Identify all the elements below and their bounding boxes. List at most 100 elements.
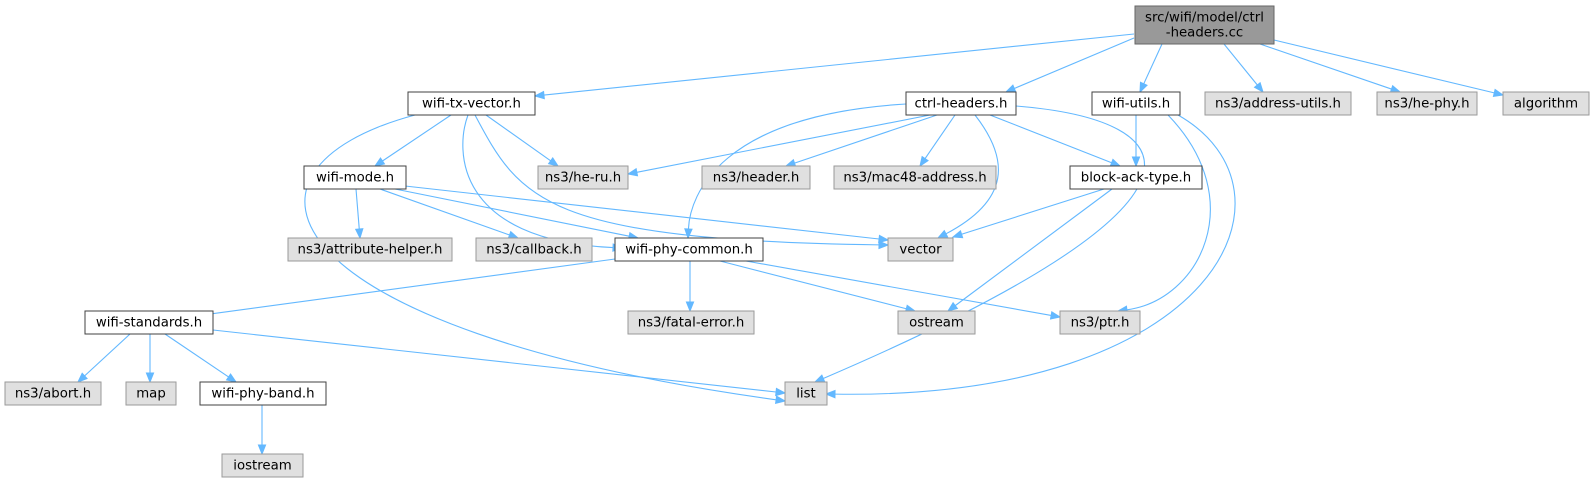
node-label: ns3/ptr.h <box>1071 316 1130 331</box>
node-box <box>1134 5 1275 45</box>
node-label: ns3/abort.h <box>15 387 91 402</box>
edge-root-to-wifi-tx-vector <box>533 33 1135 100</box>
arrowhead-icon <box>354 228 364 240</box>
node-attribute-helper: ns3/attribute-helper.h <box>287 237 453 262</box>
node-fatal-error: ns3/fatal-error.h <box>627 310 755 335</box>
edge-wifi-standards-to-abort <box>77 333 131 383</box>
node-label: list <box>796 387 816 402</box>
arrowhead-icon <box>919 155 929 168</box>
edge-wifi-tx-vector-to-he-ru <box>485 114 560 167</box>
node-box <box>1204 91 1352 116</box>
node-label: ns3/attribute-helper.h <box>298 243 443 258</box>
edge-wifi-utils-to-ptr <box>1116 114 1211 315</box>
edge-wifi-standards-to-map <box>145 334 155 384</box>
node-label: vector <box>899 243 942 258</box>
edge-wifi-utils-to-list <box>824 114 1236 399</box>
arrowhead-icon <box>1253 81 1264 94</box>
edge-line <box>636 114 931 173</box>
node-map: map <box>125 381 177 406</box>
node-box <box>1059 310 1141 335</box>
arrowhead-icon <box>951 229 964 239</box>
node-wifi-utils[interactable]: wifi-utils.h <box>1091 91 1181 116</box>
edge-line <box>382 114 452 162</box>
node-header: ns3/header.h <box>701 165 811 190</box>
node-box <box>303 165 407 190</box>
arrowhead-icon <box>774 395 787 405</box>
edge-line <box>84 333 131 377</box>
edge-line <box>196 258 616 317</box>
edge-wifi-phy-common-to-ostream <box>719 260 917 313</box>
edge-line <box>1223 43 1258 86</box>
node-box <box>475 237 593 262</box>
node-wifi-phy-common[interactable]: wifi-phy-common.h <box>614 237 764 262</box>
node-label: ns3/he-ru.h <box>545 171 621 186</box>
arrowhead-icon <box>145 372 155 384</box>
edge-line <box>474 114 880 246</box>
node-box <box>287 237 453 262</box>
edge-line <box>1014 37 1135 90</box>
node-label: ns3/mac48-address.h <box>843 171 986 186</box>
node-address-utils: ns3/address-utils.h <box>1204 91 1352 116</box>
node-label: ns3/callback.h <box>486 243 581 258</box>
arrowhead-icon <box>533 90 545 100</box>
arrowhead-icon <box>824 389 836 399</box>
edge-line <box>1143 43 1163 85</box>
edge-line <box>485 114 551 162</box>
arrowhead-icon <box>878 234 890 244</box>
edge-line <box>687 103 907 230</box>
arrowhead-icon <box>946 301 959 312</box>
node-box <box>84 310 214 335</box>
node-vector: vector <box>887 237 954 262</box>
node-wifi-standards[interactable]: wifi-standards.h <box>84 310 214 335</box>
edge-wifi-phy-band-to-iostream <box>257 405 267 456</box>
node-ctrl-headers[interactable]: ctrl-headers.h <box>905 91 1017 116</box>
node-wifi-mode[interactable]: wifi-mode.h <box>303 165 407 190</box>
node-algorithm: algorithm <box>1502 91 1590 116</box>
edge-ctrl-headers-to-vector <box>936 114 999 239</box>
edge-wifi-standards-to-list <box>212 329 787 397</box>
node-root[interactable]: src/wifi/model/ctrl-headers.cc <box>1134 5 1275 45</box>
arrowhead-icon <box>936 229 949 239</box>
node-box <box>1502 91 1590 116</box>
node-wifi-phy-band[interactable]: wifi-phy-band.h <box>199 381 327 406</box>
node-callback: ns3/callback.h <box>475 237 593 262</box>
node-box <box>221 453 304 478</box>
arrowhead-icon <box>1389 84 1402 94</box>
node-wifi-tx-vector[interactable]: wifi-tx-vector.h <box>407 91 536 116</box>
edge-wifi-phy-common-to-fatal-error <box>685 261 695 313</box>
edge-wifi-phy-common-to-ptr <box>745 260 1062 320</box>
edge-line <box>1273 39 1495 94</box>
node-box <box>4 381 102 406</box>
edge-line <box>954 188 1113 307</box>
node-block-ack-type[interactable]: block-ack-type.h <box>1069 165 1203 190</box>
node-label: algorithm <box>1514 97 1578 112</box>
arrowhead-icon <box>1049 311 1062 320</box>
node-label: wifi-utils.h <box>1102 97 1170 112</box>
edge-line <box>164 333 229 378</box>
node-list: list <box>784 381 828 406</box>
node-mac48: ns3/mac48-address.h <box>833 165 997 190</box>
edge-wifi-phy-common-to-wifi-standards <box>186 258 616 321</box>
node-label: wifi-standards.h <box>96 316 202 331</box>
arrowhead-icon <box>77 372 88 383</box>
arrowhead-icon <box>626 167 639 177</box>
edge-wifi-utils-to-block-ack-type <box>1131 115 1141 168</box>
node-label: ns3/he-phy.h <box>1384 97 1469 112</box>
arrowhead-icon <box>1131 156 1141 168</box>
edge-root-to-wifi-utils <box>1139 43 1163 94</box>
edge-wifi-tx-vector-to-wifi-mode <box>373 114 452 167</box>
arrowhead-icon <box>878 240 890 250</box>
node-label: ns3/fatal-error.h <box>638 316 745 331</box>
arrowhead-icon <box>373 157 386 167</box>
edge-root-to-he-phy <box>1259 43 1402 94</box>
file-nodes: src/wifi/model/ctrl-headers.cc wifi-tx-ve… <box>4 5 1590 478</box>
arrowhead-icon <box>507 230 520 239</box>
node-iostream: iostream <box>221 453 304 478</box>
node-label: src/wifi/model/ctrl <box>1145 11 1264 26</box>
node-box <box>199 381 327 406</box>
node-label: ostream <box>909 316 964 331</box>
node-box <box>897 310 976 335</box>
arrowhead-icon <box>684 228 693 240</box>
edge-line <box>1126 114 1211 311</box>
